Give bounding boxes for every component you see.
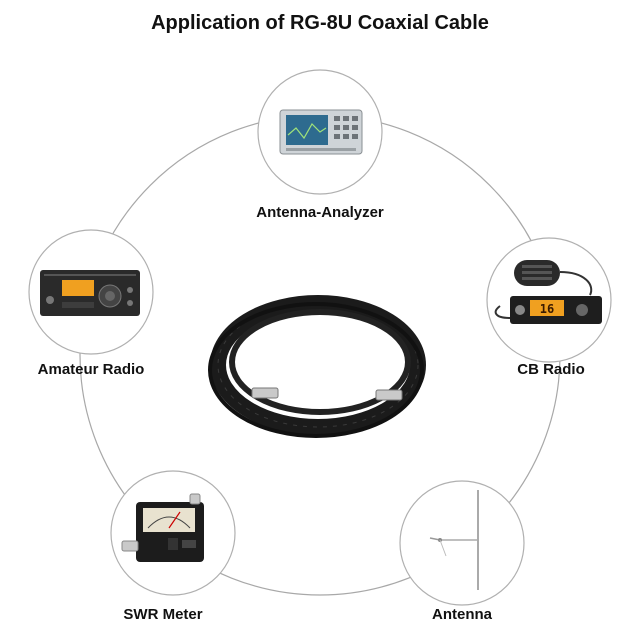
cb-radio-icon: 16 [494, 260, 602, 324]
node-cb-radio: 16 [486, 237, 612, 363]
swr-meter-icon [121, 493, 204, 562]
dipole-antenna-icon [429, 490, 479, 590]
node-swr-meter [110, 470, 236, 596]
label-swr-meter: SWR Meter [123, 606, 203, 623]
label-antenna: Antenna [432, 606, 492, 623]
cable-connector-right [375, 389, 403, 401]
coax-cable-coil [208, 295, 426, 438]
cb-display-readout: 16 [540, 302, 554, 316]
page-title: Application of RG-8U Coaxial Cable [151, 12, 489, 34]
node-antenna-analyzer [257, 69, 383, 195]
label-cb-radio: CB Radio [517, 361, 585, 378]
node-amateur-radio [28, 229, 154, 355]
cable-connector-left [251, 387, 279, 399]
amateur-radio-icon [40, 270, 140, 316]
node-antenna [399, 480, 525, 606]
label-antenna-analyzer: Antenna-Analyzer [256, 204, 384, 221]
label-amateur-radio: Amateur Radio [37, 361, 145, 378]
